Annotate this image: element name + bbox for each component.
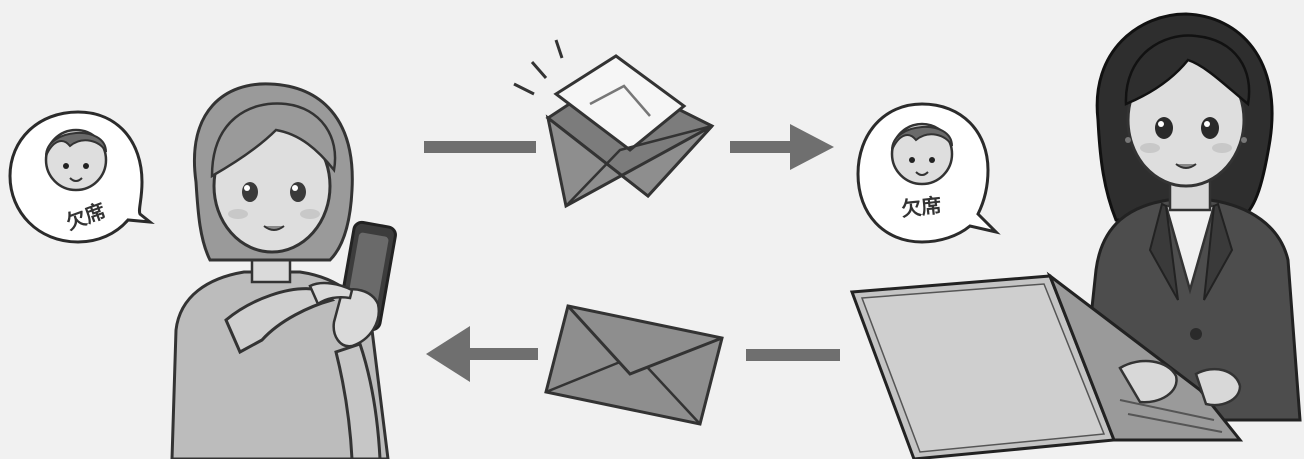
right-bubble-label: 欠席 <box>900 193 942 221</box>
child-face-icon <box>892 124 952 184</box>
child-face-icon <box>46 130 106 190</box>
top-flow-line <box>424 141 536 153</box>
bottom-flow-line <box>746 349 840 361</box>
